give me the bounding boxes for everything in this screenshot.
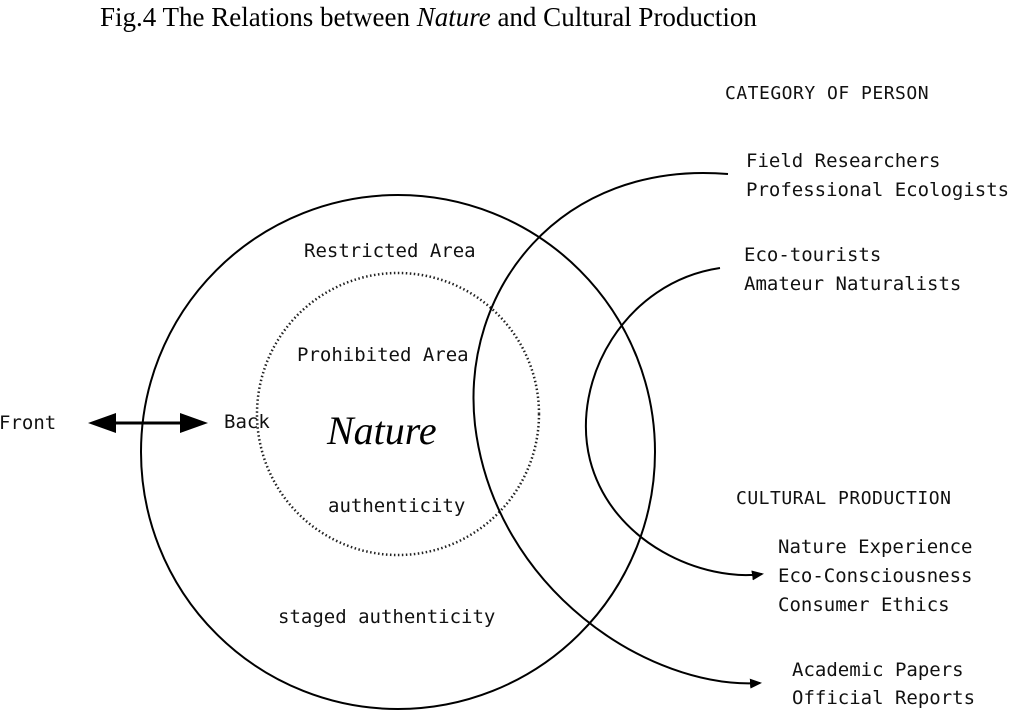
amateur-naturalists-label: Amateur Naturalists bbox=[744, 273, 961, 295]
restricted-area-label: Restricted Area bbox=[304, 240, 476, 262]
nature-experience-label: Nature Experience bbox=[778, 536, 972, 558]
ecotourists-arc-arrow bbox=[585, 267, 764, 581]
front-label: Front bbox=[0, 412, 56, 434]
academic-papers-label: Academic Papers bbox=[792, 659, 964, 681]
official-reports-label: Official Reports bbox=[792, 687, 975, 709]
field-researchers-label: Field Researchers bbox=[746, 150, 940, 172]
eco-tourists-label: Eco-tourists bbox=[744, 244, 881, 266]
researchers-arc-arrow bbox=[472, 171, 762, 689]
inner-dotted-circle bbox=[255, 271, 541, 557]
nature-center-label: Nature bbox=[326, 408, 437, 453]
cultural-production-heading: CULTURAL PRODUCTION bbox=[736, 488, 951, 509]
prohibited-area-label: Prohibited Area bbox=[297, 344, 469, 366]
authenticity-label: authenticity bbox=[328, 495, 465, 517]
figure-title: Fig.4 The Relations between Nature and C… bbox=[100, 2, 757, 32]
category-of-person-heading: CATEGORY OF PERSON bbox=[725, 83, 929, 104]
professional-ecologists-label: Professional Ecologists bbox=[746, 179, 1009, 201]
staged-authenticity-label: staged authenticity bbox=[278, 606, 495, 628]
front-back-double-arrow bbox=[88, 413, 208, 433]
back-label: Back bbox=[224, 411, 270, 433]
consumer-ethics-label: Consumer Ethics bbox=[778, 594, 950, 616]
eco-consciousness-label: Eco-Consciousness bbox=[778, 565, 972, 587]
outer-circle bbox=[140, 194, 656, 710]
